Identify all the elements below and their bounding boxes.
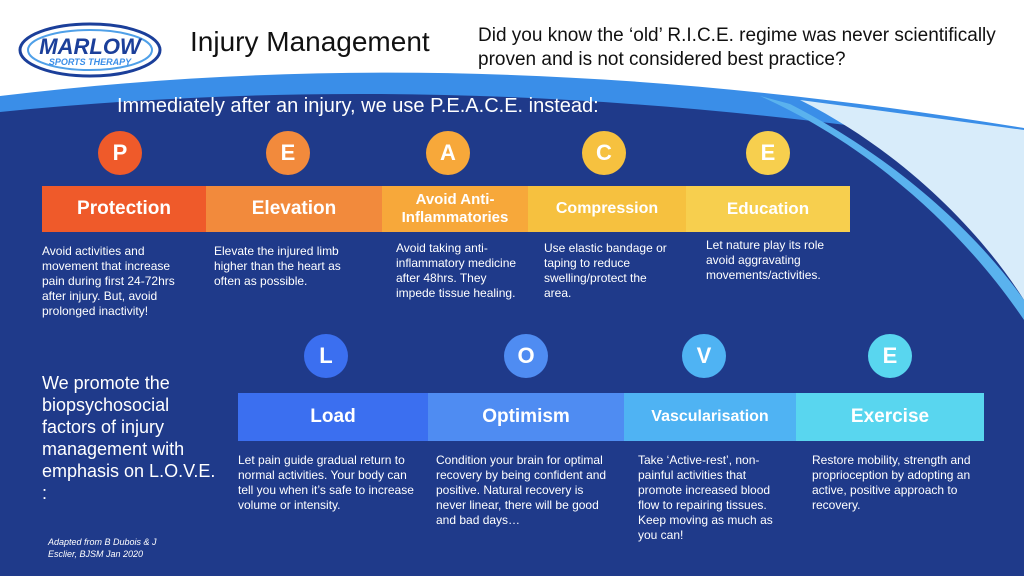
love-label-load: Load (238, 393, 428, 441)
peace-letter-e2: E (746, 131, 790, 175)
peace-label-avoid: Avoid Anti-Inflammatories (382, 186, 528, 232)
peace-letter-e: E (266, 131, 310, 175)
love-intro: We promote the biopsychosocial factors o… (42, 373, 216, 503)
love-letter-v: V (682, 334, 726, 378)
peace-desc-education: Let nature play its role avoid aggravati… (706, 238, 825, 282)
logo-bottom-text: SPORTS THERAPY (48, 57, 132, 67)
marlow-logo: MARLOW SPORTS THERAPY (18, 22, 162, 78)
peace-letter-c: C (582, 131, 626, 175)
love-desc-exercise: Restore mobility, strength and proprioce… (812, 453, 971, 512)
love-desc-load: Let pain guide gradual return to normal … (238, 453, 414, 512)
love-letter-l: L (304, 334, 348, 378)
peace-label-compression: Compression (528, 186, 686, 232)
page-title: Injury Management (190, 26, 430, 57)
peace-label-elevation: Elevation (206, 186, 382, 232)
peace-desc-protection: Avoid activities and movement that incre… (42, 244, 175, 318)
rice-note: Did you know the ‘old’ R.I.C.E. regime w… (478, 25, 996, 70)
love-desc-optimism: Condition your brain for optimal recover… (436, 453, 607, 527)
peace-intro: Immediately after an injury, we use P.E.… (117, 95, 599, 117)
love-desc-vascularisation: Take ‘Active-rest’, non-painful activiti… (638, 453, 773, 542)
source-credit: Adapted from B Dubois & J Esclier, BJSM … (48, 537, 157, 559)
love-letter-o: O (504, 334, 548, 378)
logo-top-text: MARLOW (39, 34, 141, 59)
love-label-optimism: Optimism (428, 393, 624, 441)
peace-desc-elevation: Elevate the injured limb higher than the… (214, 244, 341, 288)
love-letter-e: E (868, 334, 912, 378)
peace-label-education: Education (686, 186, 850, 232)
peace-desc-compression: Use elastic bandage or taping to reduce … (544, 241, 667, 300)
love-label-vascularisation: Vascularisation (624, 393, 796, 441)
love-label-exercise: Exercise (796, 393, 984, 441)
peace-letter-a: A (426, 131, 470, 175)
peace-label-protection: Protection (42, 186, 206, 232)
peace-letter-p: P (98, 131, 142, 175)
peace-desc-avoid: Avoid taking anti-inflammatory medicine … (396, 241, 517, 300)
